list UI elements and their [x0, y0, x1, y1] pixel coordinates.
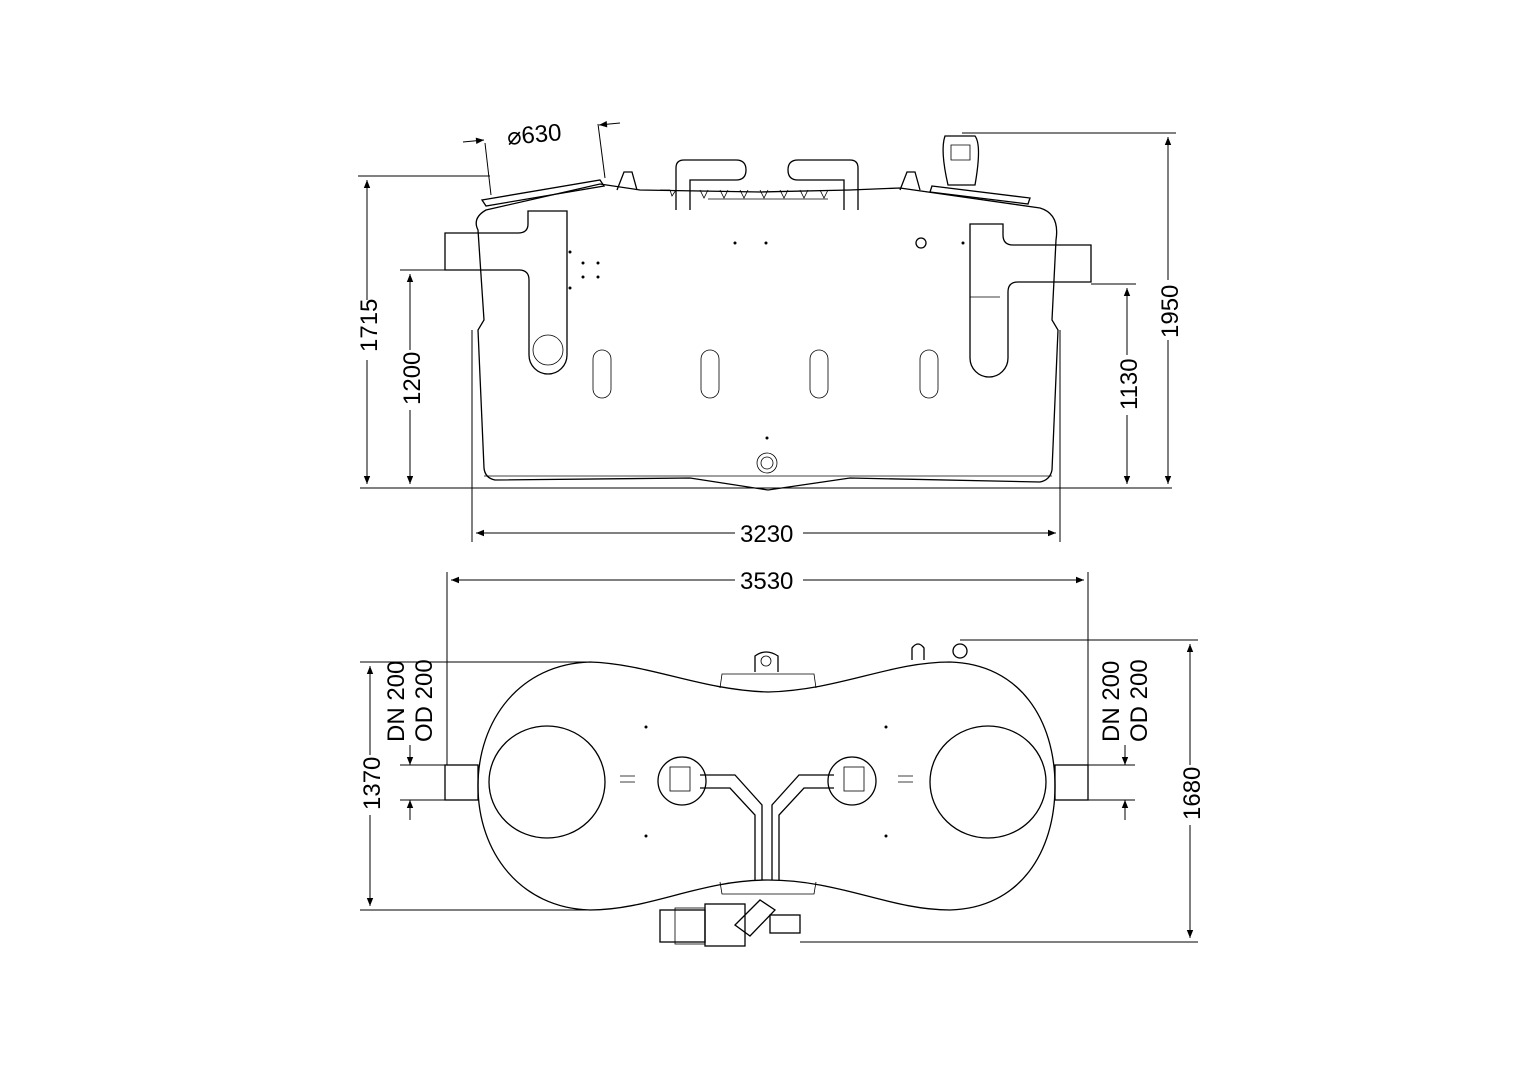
- vent-slot: [919, 349, 939, 399]
- manhole-cover-left: [480, 179, 606, 207]
- chamber-right-opening: [929, 725, 1047, 839]
- inlet-stub: [444, 764, 479, 801]
- vent-slot: [592, 349, 612, 399]
- overall-width-3530-label: 3530: [740, 568, 793, 595]
- outlet-height-label: 1130: [1116, 358, 1143, 410]
- overall-depth-1680-label: 1680: [1179, 767, 1206, 820]
- vent-slot: [700, 349, 720, 399]
- drain-port: [756, 452, 778, 474]
- width-3230-label: 3230: [740, 521, 793, 548]
- height-1715-label: 1715: [356, 299, 383, 352]
- lifting-handle-left: [675, 159, 747, 210]
- chamber-left-opening: [488, 725, 606, 839]
- inlet-od-label: OD 200: [411, 659, 438, 742]
- outlet-pipe: [969, 223, 1092, 378]
- body-depth-1370-label: 1370: [359, 757, 386, 810]
- pump-unit: [659, 899, 801, 947]
- vent-slot: [809, 349, 829, 399]
- outlet-od-label: OD 200: [1126, 659, 1153, 742]
- side-view: ⌀630 1715 1200 1130 1950 3230: [355, 119, 1184, 548]
- pressure-pipe: [700, 774, 834, 880]
- top-view: 3530 1370 1680 DN 200 OD 200 DN 200 OD 2…: [358, 567, 1206, 947]
- outlet-stub: [1054, 764, 1089, 801]
- height-1950-label: 1950: [1157, 285, 1184, 338]
- pump-right: [827, 756, 877, 806]
- manhole-diameter-label: ⌀630: [506, 119, 563, 151]
- inlet-height-label: 1200: [399, 352, 426, 405]
- outlet-dn-label: DN 200: [1098, 661, 1125, 742]
- tank-body-outline: [475, 183, 1059, 491]
- pump-left: [657, 756, 707, 806]
- manhole-cover-right: [929, 185, 1031, 205]
- lifting-handle-right: [787, 159, 859, 210]
- inlet-dn-label: DN 200: [383, 661, 410, 742]
- vent-valve: [952, 643, 968, 659]
- vent-cap: [942, 135, 980, 186]
- tank-plan-outline: [477, 661, 1056, 911]
- inlet-pipe: [444, 210, 568, 375]
